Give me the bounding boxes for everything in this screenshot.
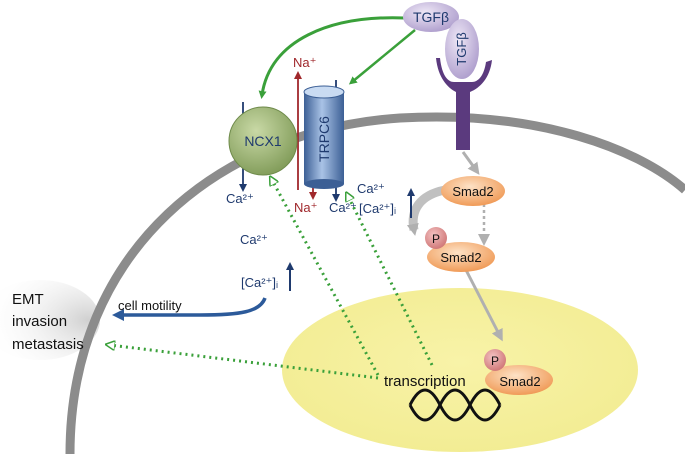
dotted-arrow-to-ncx1 (272, 180, 380, 376)
smad2-mid-label: Smad2 (440, 250, 481, 265)
smad2-nucleus-label: Smad2 (499, 374, 540, 389)
phospho-cytoplasm (425, 227, 447, 249)
arrow-tgfb-to-trpc6 (348, 29, 416, 85)
ca-trpc6-label: Ca²⁺ (329, 200, 357, 215)
tgfb-receptor-ligand (445, 19, 479, 79)
smad2-cytoplasm (441, 176, 505, 206)
phospho-nucleus (484, 349, 506, 371)
ca-i-right-label: [Ca²⁺]ᵢ (359, 201, 396, 216)
arrow-psmad2-to-nucleus (464, 269, 503, 342)
cell-motility-label: cell motility (118, 298, 182, 313)
cell-motility-arrow (112, 297, 267, 321)
ca-i-left-label: [Ca²⁺]ᵢ (241, 275, 278, 290)
ca-mid-label: Ca²⁺ (240, 232, 268, 247)
smad2-top-label: Smad2 (452, 184, 493, 199)
metastasis-label: metastasis (12, 336, 84, 353)
cell-membrane (65, 112, 685, 454)
na-bottom-label: Na⁺ (294, 200, 317, 215)
tgfb-ligand-label: TGFβ (413, 9, 449, 25)
ncx1-label: NCX1 (244, 133, 282, 149)
transcription-label: transcription (384, 373, 466, 390)
ncx1-exchanger (228, 106, 298, 176)
emt-label: EMT (12, 291, 44, 308)
tgfb-receptor-label: TGFβ (454, 32, 469, 65)
ca-ncx1-label: Ca²⁺ (226, 191, 254, 206)
na-top-label: Na⁺ (293, 55, 316, 70)
ca-upper-right-label: Ca²⁺ (357, 181, 385, 196)
trpc6-label: TRPC6 (316, 116, 332, 162)
psmad2-nucleus (485, 365, 553, 395)
p-mid-label: P (432, 232, 440, 246)
trpc6-channel (303, 85, 345, 189)
arrow-ca-to-psmad2 (406, 185, 447, 236)
invasion-label: invasion (12, 313, 67, 330)
p-nucleus-label: P (491, 354, 499, 368)
arrow-receptor-to-smad2 (461, 151, 480, 175)
dna-helix (408, 388, 502, 422)
emt-glow (0, 280, 100, 360)
tgfb-ligand (403, 2, 459, 32)
dotted-arrow-to-trpc6 (348, 196, 434, 366)
nucleus (282, 288, 638, 452)
arrow-tgfb-to-ncx1 (258, 16, 406, 99)
tgfb-receptor (436, 58, 492, 150)
psmad2-cytoplasm (427, 242, 495, 272)
